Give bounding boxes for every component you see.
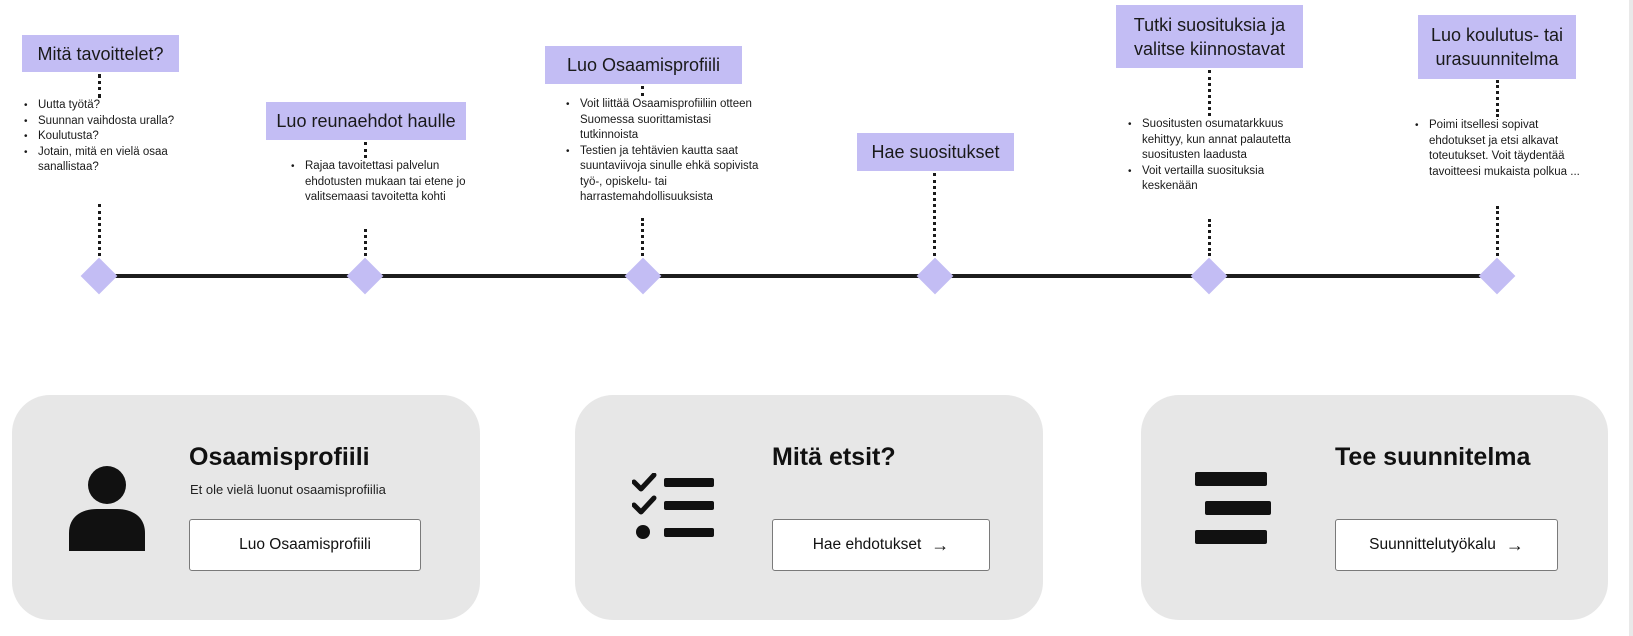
timeline-marker [624, 257, 662, 295]
timeline-line [100, 274, 1500, 278]
list-item: Koulutusta? [24, 129, 189, 145]
step-label-plan: Luo koulutus- tai urasuunnitelma [1418, 15, 1576, 79]
step-connector [1208, 219, 1211, 256]
step-label-recommendations: Hae suositukset [857, 133, 1014, 171]
person-icon [69, 466, 145, 551]
arrow-right-icon: → [1505, 534, 1524, 555]
step-bullets-explore: Suositusten osumatarkkuus kehittyy, kun … [1128, 117, 1298, 195]
step-connector [98, 204, 101, 256]
step-connector [364, 229, 367, 256]
card-title: Mitä etsit? [772, 443, 896, 471]
step-connector [364, 142, 367, 158]
step-bullets-profile: Voit liittää Osaamisprofiiliin otteen Su… [566, 97, 766, 206]
step-connector [641, 86, 644, 96]
step-connector [1496, 80, 1499, 117]
step-connector [641, 218, 644, 256]
timeline-marker [916, 257, 954, 295]
fetch-suggestions-button[interactable]: Hae ehdotukset → [772, 519, 990, 571]
step-label-constraints: Luo reunaehdot haulle [266, 102, 466, 140]
plan-card: Tee suunnitelma Suunnittelutyökalu → [1141, 395, 1608, 620]
step-label-goal: Mitä tavoittelet? [22, 35, 179, 72]
list-item: Suunnan vaihdosta uralla? [24, 114, 189, 130]
step-bullets-plan: Poimi itsellesi sopivat ehdotukset ja et… [1415, 118, 1580, 180]
create-profile-button[interactable]: Luo Osaamisprofiili [189, 519, 421, 571]
list-item: Poimi itsellesi sopivat ehdotukset ja et… [1415, 118, 1580, 180]
button-label: Suunnittelutyökalu [1369, 536, 1496, 553]
search-card: Mitä etsit? Hae ehdotukset → [575, 395, 1043, 620]
button-label: Luo Osaamisprofiili [239, 536, 371, 553]
checklist-icon [632, 473, 714, 539]
timeline-marker [1478, 257, 1516, 295]
list-item: Suositusten osumatarkkuus kehittyy, kun … [1128, 117, 1298, 164]
step-connector [1496, 206, 1499, 256]
list-item: Uutta työtä? [24, 98, 189, 114]
step-connector [933, 173, 936, 256]
card-title: Osaamisprofiili [189, 443, 370, 471]
step-connector [98, 74, 101, 98]
profile-card: Osaamisprofiili Et ole vielä luonut osaa… [12, 395, 480, 620]
lines-icon [1195, 472, 1271, 544]
planning-tool-button[interactable]: Suunnittelutyökalu → [1335, 519, 1558, 571]
timeline-marker [346, 257, 384, 295]
button-label: Hae ehdotukset [812, 536, 922, 553]
list-item: Jotain, mitä en vielä osaa sanallistaa? [24, 145, 189, 176]
list-item: Voit vertailla suosituksia keskenään [1128, 164, 1298, 195]
arrow-right-icon: → [931, 534, 950, 555]
step-bullets-goal: Uutta työtä? Suunnan vaihdosta uralla? K… [24, 98, 189, 176]
list-item: Rajaa tavoitettasi palvelun ehdotusten m… [291, 159, 466, 206]
step-connector [1208, 70, 1211, 116]
step-label-profile: Luo Osaamisprofiili [545, 46, 742, 84]
list-item: Testien ja tehtävien kautta saat suuntav… [566, 144, 766, 206]
timeline-marker [80, 257, 118, 295]
scrollbar-track[interactable] [1629, 0, 1633, 636]
card-title: Tee suunnitelma [1335, 443, 1531, 471]
step-label-explore: Tutki suosituksia ja valitse kiinnostava… [1116, 5, 1303, 68]
step-bullets-constraints: Rajaa tavoitettasi palvelun ehdotusten m… [291, 159, 466, 206]
list-item: Voit liittää Osaamisprofiiliin otteen Su… [566, 97, 766, 144]
card-subtitle: Et ole vielä luonut osaamisprofiilia [190, 482, 386, 497]
timeline-marker [1190, 257, 1228, 295]
